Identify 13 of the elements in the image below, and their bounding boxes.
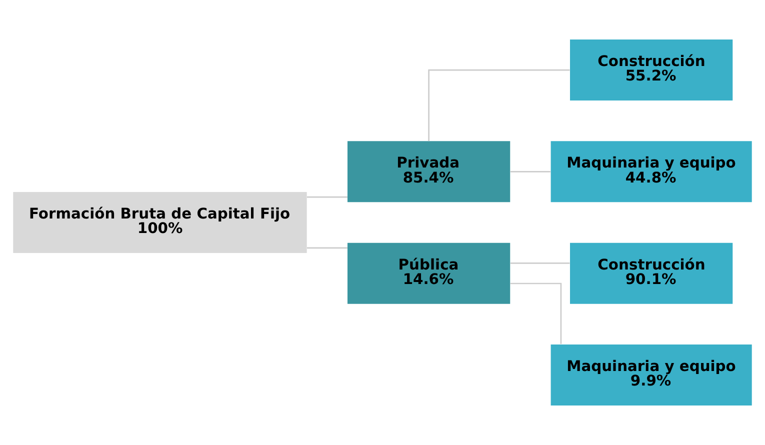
- node-box: Construcción 55.2%: [570, 40, 733, 100]
- connector: [510, 171, 550, 172]
- connector: [306, 196, 348, 198]
- node-box: Construcción 90.1%: [570, 242, 733, 304]
- connector: [510, 262, 570, 264]
- connector: [428, 69, 570, 142]
- node-box: Formación Bruta de Capital Fijo 100%: [13, 192, 307, 253]
- node-box: Pública 14.6%: [347, 242, 510, 304]
- node-box: Maquinaria y equipo 9.9%: [550, 344, 752, 406]
- node-box: Privada 85.4%: [347, 141, 510, 202]
- node-box: Maquinaria y equipo 44.8%: [550, 141, 752, 202]
- connector: [306, 247, 348, 249]
- connector: [510, 282, 562, 344]
